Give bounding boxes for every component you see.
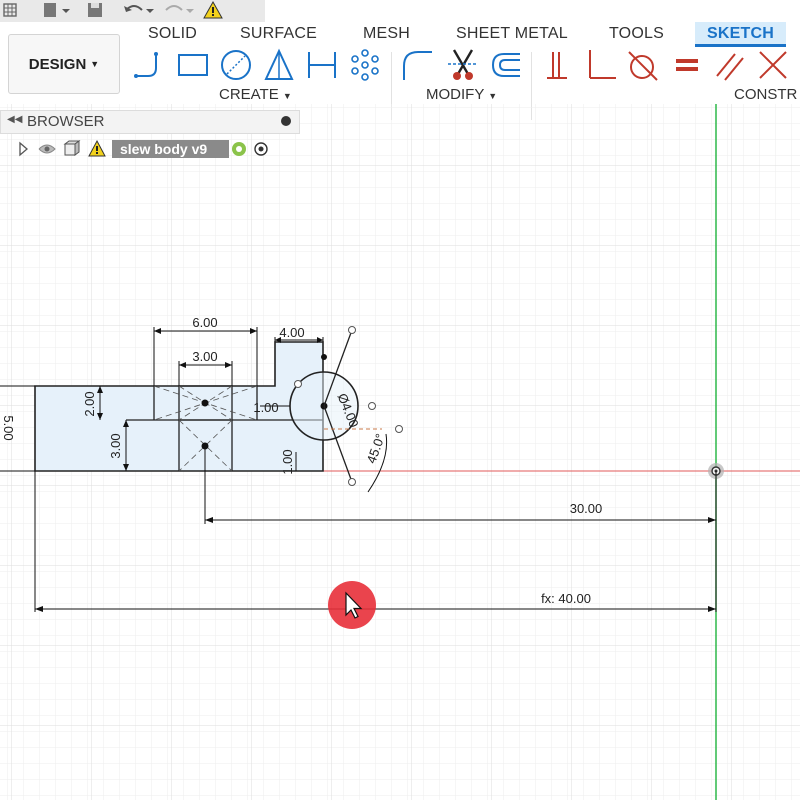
browser-title: BROWSER xyxy=(27,113,105,130)
dim-4[interactable]: 4.00 xyxy=(279,325,304,340)
design-workspace-button[interactable]: DESIGN ▼ xyxy=(8,34,120,94)
tangent-line[interactable] xyxy=(323,329,353,407)
node-status-icons xyxy=(232,142,268,156)
fillet-tool-icon[interactable] xyxy=(400,48,434,82)
quick-access-icons xyxy=(3,0,223,19)
mouse-cursor xyxy=(328,581,376,629)
modify-label: MODIFY xyxy=(426,86,485,103)
dim-6[interactable]: 6.00 xyxy=(192,315,217,330)
collapse-icon[interactable]: ◀◀ xyxy=(7,114,23,125)
dimension-tool-icon[interactable] xyxy=(305,48,339,82)
grid-icon[interactable] xyxy=(3,3,17,17)
dimension-labels[interactable]: 6.00 4.00 3.00 2.00 1.00 3.00 1.00 5.00 … xyxy=(1,315,602,606)
trim-scissors-icon[interactable] xyxy=(446,48,480,82)
dim-2[interactable]: 2.00 xyxy=(82,391,97,416)
design-label: DESIGN xyxy=(28,55,87,73)
browser-panel-header: ◀◀ BROWSER xyxy=(0,110,300,134)
browser-node-name[interactable]: slew body v9 xyxy=(112,140,229,158)
tangent-constraint-icon[interactable] xyxy=(627,48,661,82)
warning-icon[interactable] xyxy=(203,0,223,19)
visibility-eye-icon xyxy=(38,144,56,154)
tab-tools[interactable]: TOOLS xyxy=(609,25,664,42)
arc-tool-icon[interactable] xyxy=(262,48,296,82)
dimension-arrows xyxy=(35,328,716,612)
save-icon[interactable] xyxy=(88,3,102,17)
expand-arrow-icon xyxy=(19,141,28,157)
offset-tool-icon[interactable] xyxy=(488,48,522,82)
tab-surface[interactable]: SURFACE xyxy=(240,25,317,42)
equal-constraint-icon[interactable] xyxy=(670,48,704,82)
quick-access-toolbar xyxy=(0,0,265,22)
modify-group-label[interactable]: MODIFY ▼ xyxy=(426,86,497,103)
rectangle-tool-icon[interactable] xyxy=(176,48,210,82)
component-box-icon xyxy=(63,140,81,156)
line-tool-icon[interactable] xyxy=(132,48,166,82)
tab-solid[interactable]: SOLID xyxy=(148,25,198,42)
caret-down-icon: ▼ xyxy=(282,91,292,101)
browser-root-node[interactable]: slew body v9 xyxy=(0,138,300,160)
caret-down-icon: ▼ xyxy=(90,59,100,69)
caret-down-icon: ▼ xyxy=(488,91,498,101)
minimize-icon[interactable] xyxy=(281,116,291,126)
undo-icon[interactable] xyxy=(124,5,154,13)
ribbon-tabs: SOLID SURFACE MESH SHEET METAL TOOLS SKE… xyxy=(0,22,800,47)
dim-1-right[interactable]: 1.00 xyxy=(253,400,278,415)
file-icon[interactable] xyxy=(44,3,70,17)
radio-target-icon[interactable] xyxy=(254,142,268,156)
perpendicular-constraint-icon[interactable] xyxy=(584,48,618,82)
node-icons xyxy=(19,139,106,157)
tab-sheet-metal[interactable]: SHEET METAL xyxy=(456,25,568,42)
create-group-label[interactable]: CREATE ▼ xyxy=(219,86,292,103)
warning-icon xyxy=(88,139,106,157)
constraints-group-label[interactable]: CONSTR xyxy=(734,86,798,103)
grip-points[interactable] xyxy=(294,326,403,486)
dim-3-top[interactable]: 3.00 xyxy=(192,349,217,364)
circle-tool-icon[interactable] xyxy=(219,48,253,82)
sketch-point[interactable] xyxy=(321,354,327,360)
tab-mesh[interactable]: MESH xyxy=(363,25,411,42)
point-pattern-icon[interactable] xyxy=(348,48,382,82)
activate-component-icon[interactable] xyxy=(232,142,246,156)
coincident-constraint-icon[interactable] xyxy=(543,48,577,82)
separator xyxy=(391,52,392,120)
collinear-constraint-icon[interactable] xyxy=(756,48,790,82)
dim-1-bottom[interactable]: 1.00 xyxy=(280,449,295,474)
tab-sketch[interactable]: SKETCH xyxy=(695,22,786,47)
dim-30[interactable]: 30.00 xyxy=(570,501,603,516)
tangent-line[interactable] xyxy=(323,405,353,483)
separator xyxy=(531,52,532,120)
parallel-constraint-icon[interactable] xyxy=(713,48,747,82)
redo-icon[interactable] xyxy=(165,5,194,13)
center-point[interactable] xyxy=(201,399,209,407)
ribbon-toolbar: SOLID SURFACE MESH SHEET METAL TOOLS SKE… xyxy=(0,22,800,120)
dim-5[interactable]: 5.00 xyxy=(1,415,16,440)
create-label: CREATE xyxy=(219,86,279,103)
dim-3-left[interactable]: 3.00 xyxy=(108,433,123,458)
dim-40[interactable]: fx: 40.00 xyxy=(541,591,591,606)
